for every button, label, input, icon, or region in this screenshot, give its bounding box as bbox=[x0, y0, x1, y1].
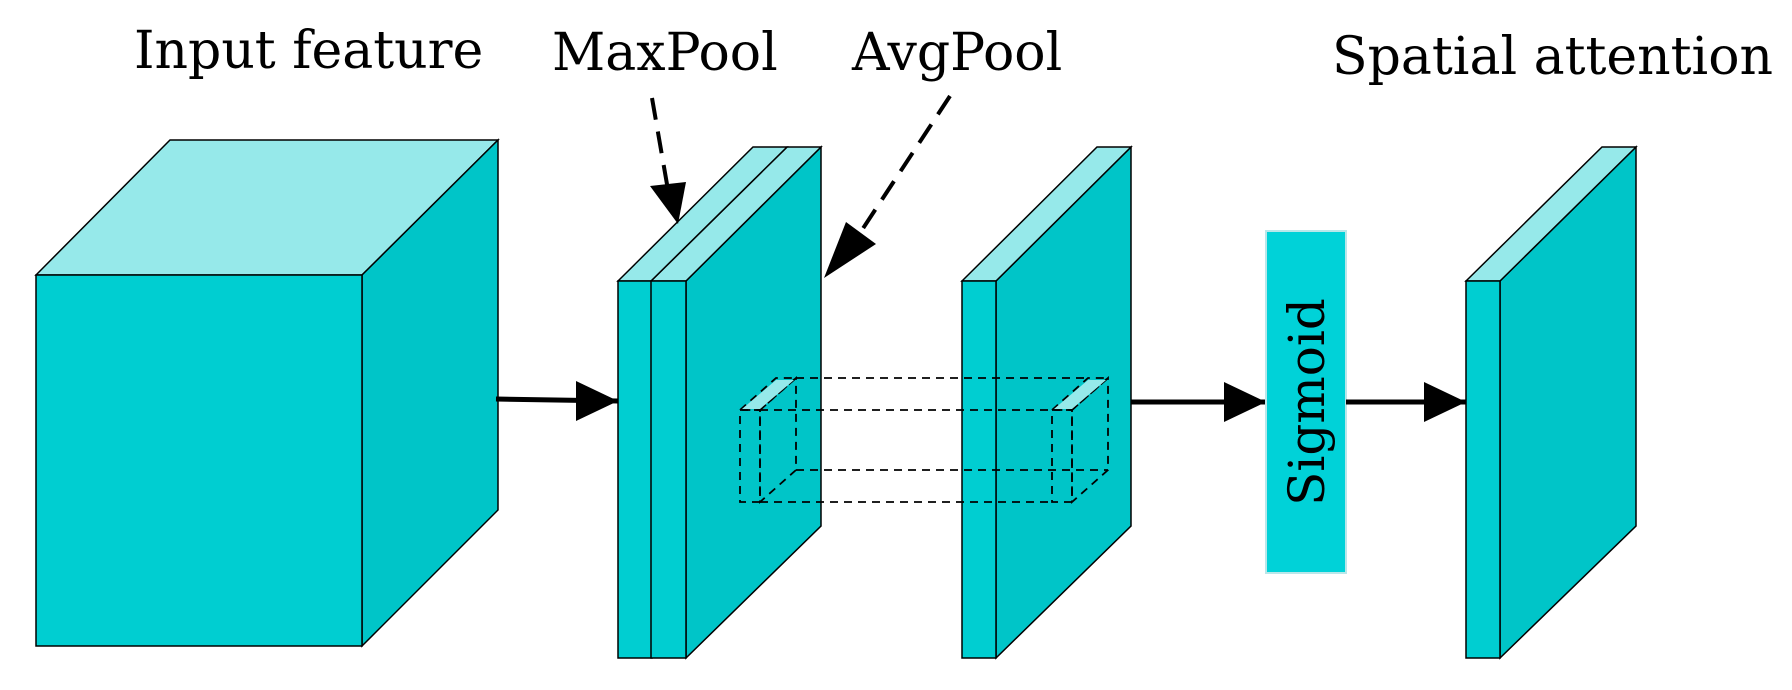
avgpool-label: AvgPool bbox=[851, 23, 1062, 83]
maxpool-label: MaxPool bbox=[552, 23, 778, 83]
sigmoid-label: Sigmoid bbox=[1278, 298, 1336, 506]
maxpool-pointer-head bbox=[650, 182, 686, 224]
input-feature-cube bbox=[34, 138, 500, 648]
spatial-attention-label: Spatial attention bbox=[1332, 27, 1773, 87]
avgpool-pointer-head bbox=[824, 222, 876, 278]
pooled-feature-maps bbox=[616, 145, 823, 660]
conv-kernel-projection bbox=[737, 375, 1111, 505]
conv-feature-map bbox=[960, 145, 1133, 660]
kernel-top-right-fill bbox=[1054, 380, 1106, 409]
sigmoid-box bbox=[1265, 230, 1347, 574]
arrowhead-conv-to-sigmoid bbox=[1224, 382, 1266, 422]
arrowhead-sigmoid-to-output bbox=[1424, 382, 1466, 422]
kernel-top-left-fill bbox=[742, 380, 794, 409]
avgpool-pointer-line bbox=[856, 94, 952, 238]
arrowhead-input-to-pool bbox=[576, 381, 618, 421]
input-feature-label: Input feature bbox=[134, 21, 483, 81]
maxpool-pointer-line bbox=[650, 97, 670, 191]
spatial-attention-map bbox=[1464, 145, 1638, 660]
